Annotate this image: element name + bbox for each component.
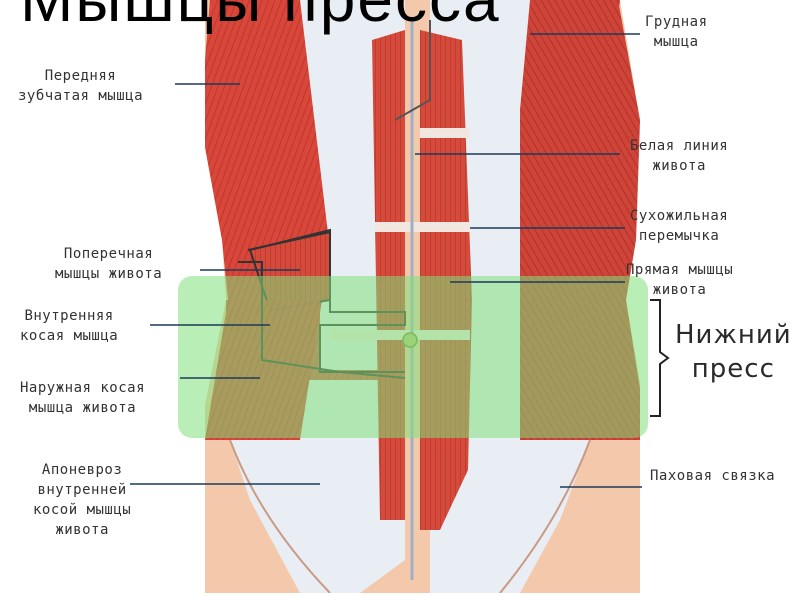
label-pectoral: Грудная мышца: [645, 12, 708, 52]
label-internal-oblique: Внутренняя косая мышца: [20, 306, 118, 346]
label-linea-alba: Белая линия живота: [630, 136, 728, 176]
label-external-oblique: Наружная косая мышца живота: [20, 378, 145, 418]
label-inguinal: Паховая связка: [650, 466, 775, 486]
tendinous-2: [375, 222, 470, 232]
label-aponeurosis: Апоневроз внутренней косой мышцы живота: [33, 460, 131, 540]
slide-title: Мышцы пресса: [20, 0, 501, 36]
label-rectus: Прямая мышцы живота: [626, 260, 733, 300]
label-tendinous: Сухожильная перемычка: [630, 206, 728, 246]
lower-abs-label: Нижний пресс: [675, 318, 792, 386]
label-transverse: Поперечная мышцы живота: [55, 244, 162, 284]
lower-abs-highlight: [178, 276, 648, 438]
label-serratus: Передняя зубчатая мышца: [18, 66, 143, 106]
tendinous-1: [420, 128, 470, 138]
